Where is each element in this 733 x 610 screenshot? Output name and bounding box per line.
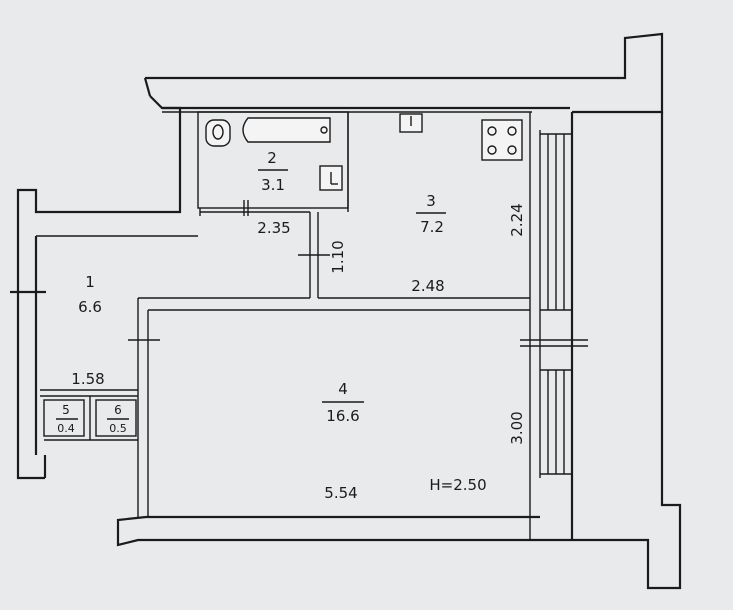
- svg-text:4: 4: [338, 380, 348, 398]
- sink-icon: [319, 165, 343, 191]
- svg-text:5: 5: [62, 403, 70, 417]
- interior-walls: [10, 111, 530, 517]
- svg-text:3.1: 3.1: [261, 176, 285, 194]
- svg-text:1: 1: [85, 273, 95, 291]
- dim-room-depth: 3.00: [508, 411, 526, 444]
- svg-text:0.5: 0.5: [109, 422, 127, 435]
- dim-kitchen-width: 2.48: [411, 277, 444, 295]
- room-6-label: 6 0.5: [107, 403, 129, 435]
- dim-room-width: 5.54: [324, 484, 357, 502]
- dim-bath-width: 2.35: [257, 219, 290, 237]
- stair: [520, 133, 588, 475]
- room-2-label: 2 3.1: [258, 149, 288, 194]
- svg-text:16.6: 16.6: [326, 407, 359, 425]
- room-3-label: 3 7.2: [416, 192, 446, 236]
- svg-text:7.2: 7.2: [420, 218, 444, 236]
- bathtub-icon: [242, 117, 331, 143]
- room-4-label: 4 16.6: [322, 380, 364, 425]
- dim-kitchen-depth: 2.24: [508, 203, 526, 236]
- toilet-icon: [205, 119, 231, 147]
- stove-icon: [481, 119, 523, 161]
- svg-text:3: 3: [426, 192, 436, 210]
- ceiling-height: H=2.50: [429, 476, 486, 494]
- dim-door-height: 1.10: [329, 240, 347, 273]
- kitchen-sink-icon: [399, 113, 423, 133]
- svg-text:6: 6: [114, 403, 122, 417]
- svg-text:2: 2: [267, 149, 277, 167]
- svg-text:6.6: 6.6: [78, 298, 102, 316]
- room-1-label: 1 6.6: [78, 273, 102, 316]
- svg-text:0.4: 0.4: [57, 422, 75, 435]
- closets: [40, 389, 138, 441]
- room-5-label: 5 0.4: [56, 403, 78, 435]
- dim-corridor-width: 1.58: [71, 370, 104, 388]
- exterior-walls: [16, 32, 682, 590]
